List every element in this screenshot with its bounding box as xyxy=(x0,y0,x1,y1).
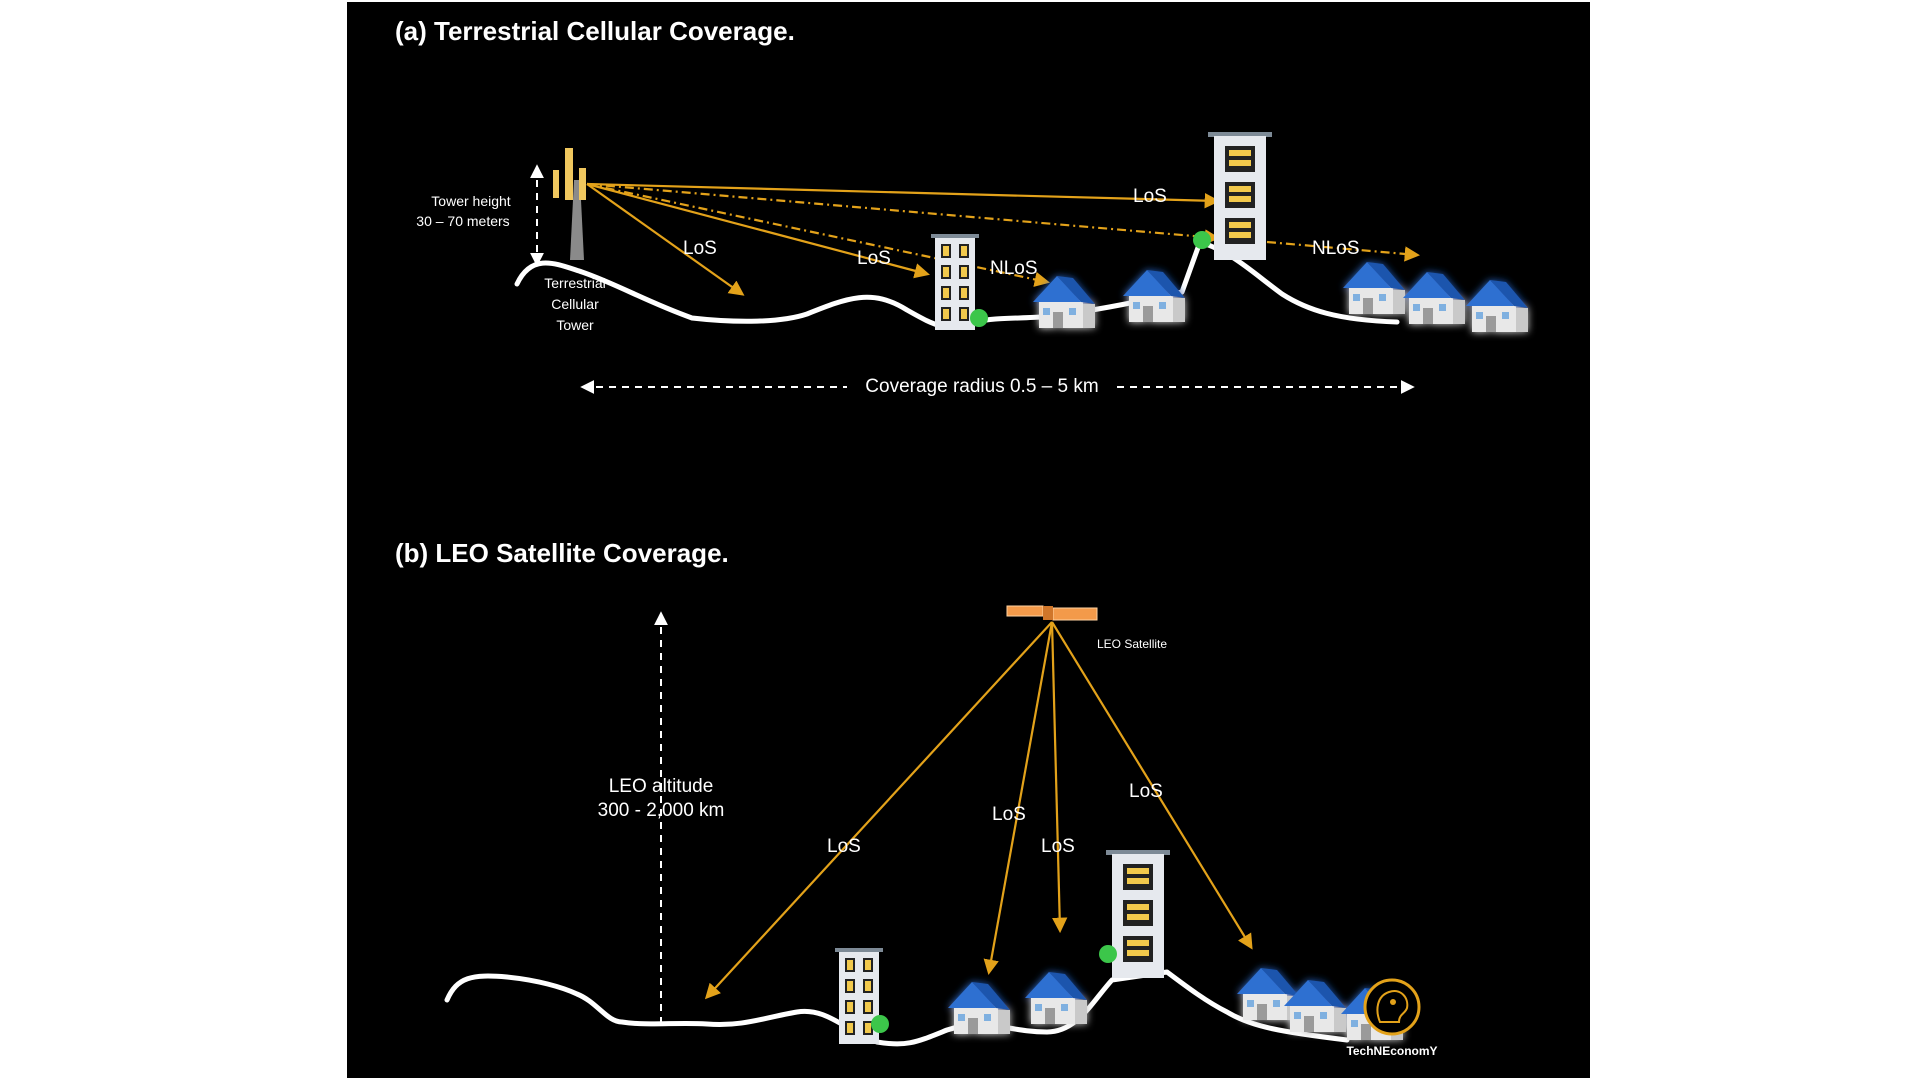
coverage-diagram: (a) Terrestrial Cellular Coverage. Tower… xyxy=(395,16,1528,1058)
ray-b-label-2: LoS xyxy=(992,804,1026,825)
altitude-label-1: LEO altitude xyxy=(609,776,714,797)
houses-a xyxy=(1033,262,1528,332)
ray-a-label-2: LoS xyxy=(857,248,891,269)
terrain-b xyxy=(444,969,1350,1047)
device-b-1 xyxy=(871,1015,889,1033)
tower-label-1: Terrestrial xyxy=(544,275,605,291)
ray-b-label-3: LoS xyxy=(1041,836,1075,857)
logo-text: TechNEconomY xyxy=(1346,1044,1437,1058)
ray-a-label-5: NLoS xyxy=(1312,238,1360,259)
ray-a-label-3: NLoS xyxy=(990,258,1038,279)
tower-height-label-1: Tower height xyxy=(431,193,510,209)
tower-label-3: Tower xyxy=(556,317,594,333)
tower-label-2: Cellular xyxy=(551,296,599,312)
diagram-panel: (a) Terrestrial Cellular Coverage. Tower… xyxy=(347,2,1590,1078)
leo-satellite xyxy=(1006,605,1098,621)
tower-height-label-2: 30 – 70 meters xyxy=(416,213,509,229)
technEconomy-logo xyxy=(1363,978,1421,1036)
building-a-tall xyxy=(1208,132,1272,260)
cell-tower xyxy=(553,148,586,260)
coverage-radius-label: Coverage radius 0.5 – 5 km xyxy=(865,376,1098,397)
device-b-2 xyxy=(1099,945,1117,963)
satellite-label: LEO Satellite xyxy=(1097,637,1167,651)
panel-b-title: (b) LEO Satellite Coverage. xyxy=(395,538,729,568)
rays-b xyxy=(704,621,1253,1000)
ray-b-label-4: LoS xyxy=(1129,781,1163,802)
device-a-2 xyxy=(1193,231,1211,249)
panel-a-title: (a) Terrestrial Cellular Coverage. xyxy=(395,16,795,46)
ray-a-label-1: LoS xyxy=(683,238,717,259)
device-a-1 xyxy=(970,309,988,327)
altitude-label-2: 300 - 2,000 km xyxy=(598,800,725,821)
rays-a xyxy=(586,182,1421,296)
ray-a-label-4: LoS xyxy=(1133,186,1167,207)
ray-b-label-1: LoS xyxy=(827,836,861,857)
